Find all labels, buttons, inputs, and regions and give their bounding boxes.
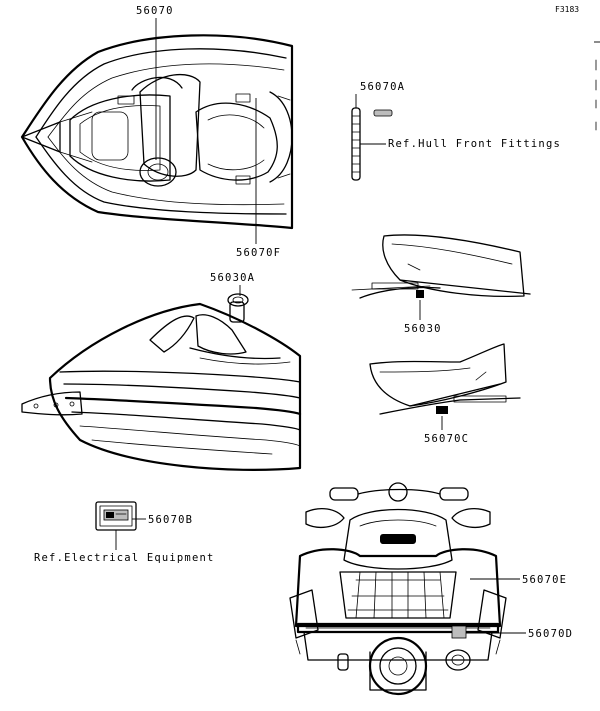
callout-hull-left: 56070C bbox=[424, 433, 469, 445]
top-view-illustration bbox=[20, 34, 294, 230]
callout-side-view: 56030A bbox=[210, 272, 255, 284]
ref-electrical: Ref.Electrical Equipment bbox=[34, 552, 215, 564]
callout-rear-lower: 56070D bbox=[528, 628, 573, 640]
hull-side-right-illustration bbox=[351, 234, 531, 299]
callout-rear-upper: 56070E bbox=[522, 574, 567, 586]
figure-code: F3183 bbox=[555, 5, 579, 14]
electrical-box-illustration bbox=[95, 501, 137, 531]
callout-seat-strip: 56070F bbox=[236, 247, 281, 259]
hull-side-left-illustration bbox=[369, 343, 521, 415]
side-view-illustration bbox=[21, 293, 302, 471]
ref-hull-front: Ref.Hull Front Fittings bbox=[388, 138, 561, 150]
callout-decal: 56070A bbox=[360, 81, 405, 93]
callout-hull-right: 56030 bbox=[404, 323, 442, 335]
callout-electrical: 56070B bbox=[148, 514, 193, 526]
rear-view-illustration bbox=[289, 482, 507, 696]
callout-top-view: 56070 bbox=[136, 5, 174, 17]
